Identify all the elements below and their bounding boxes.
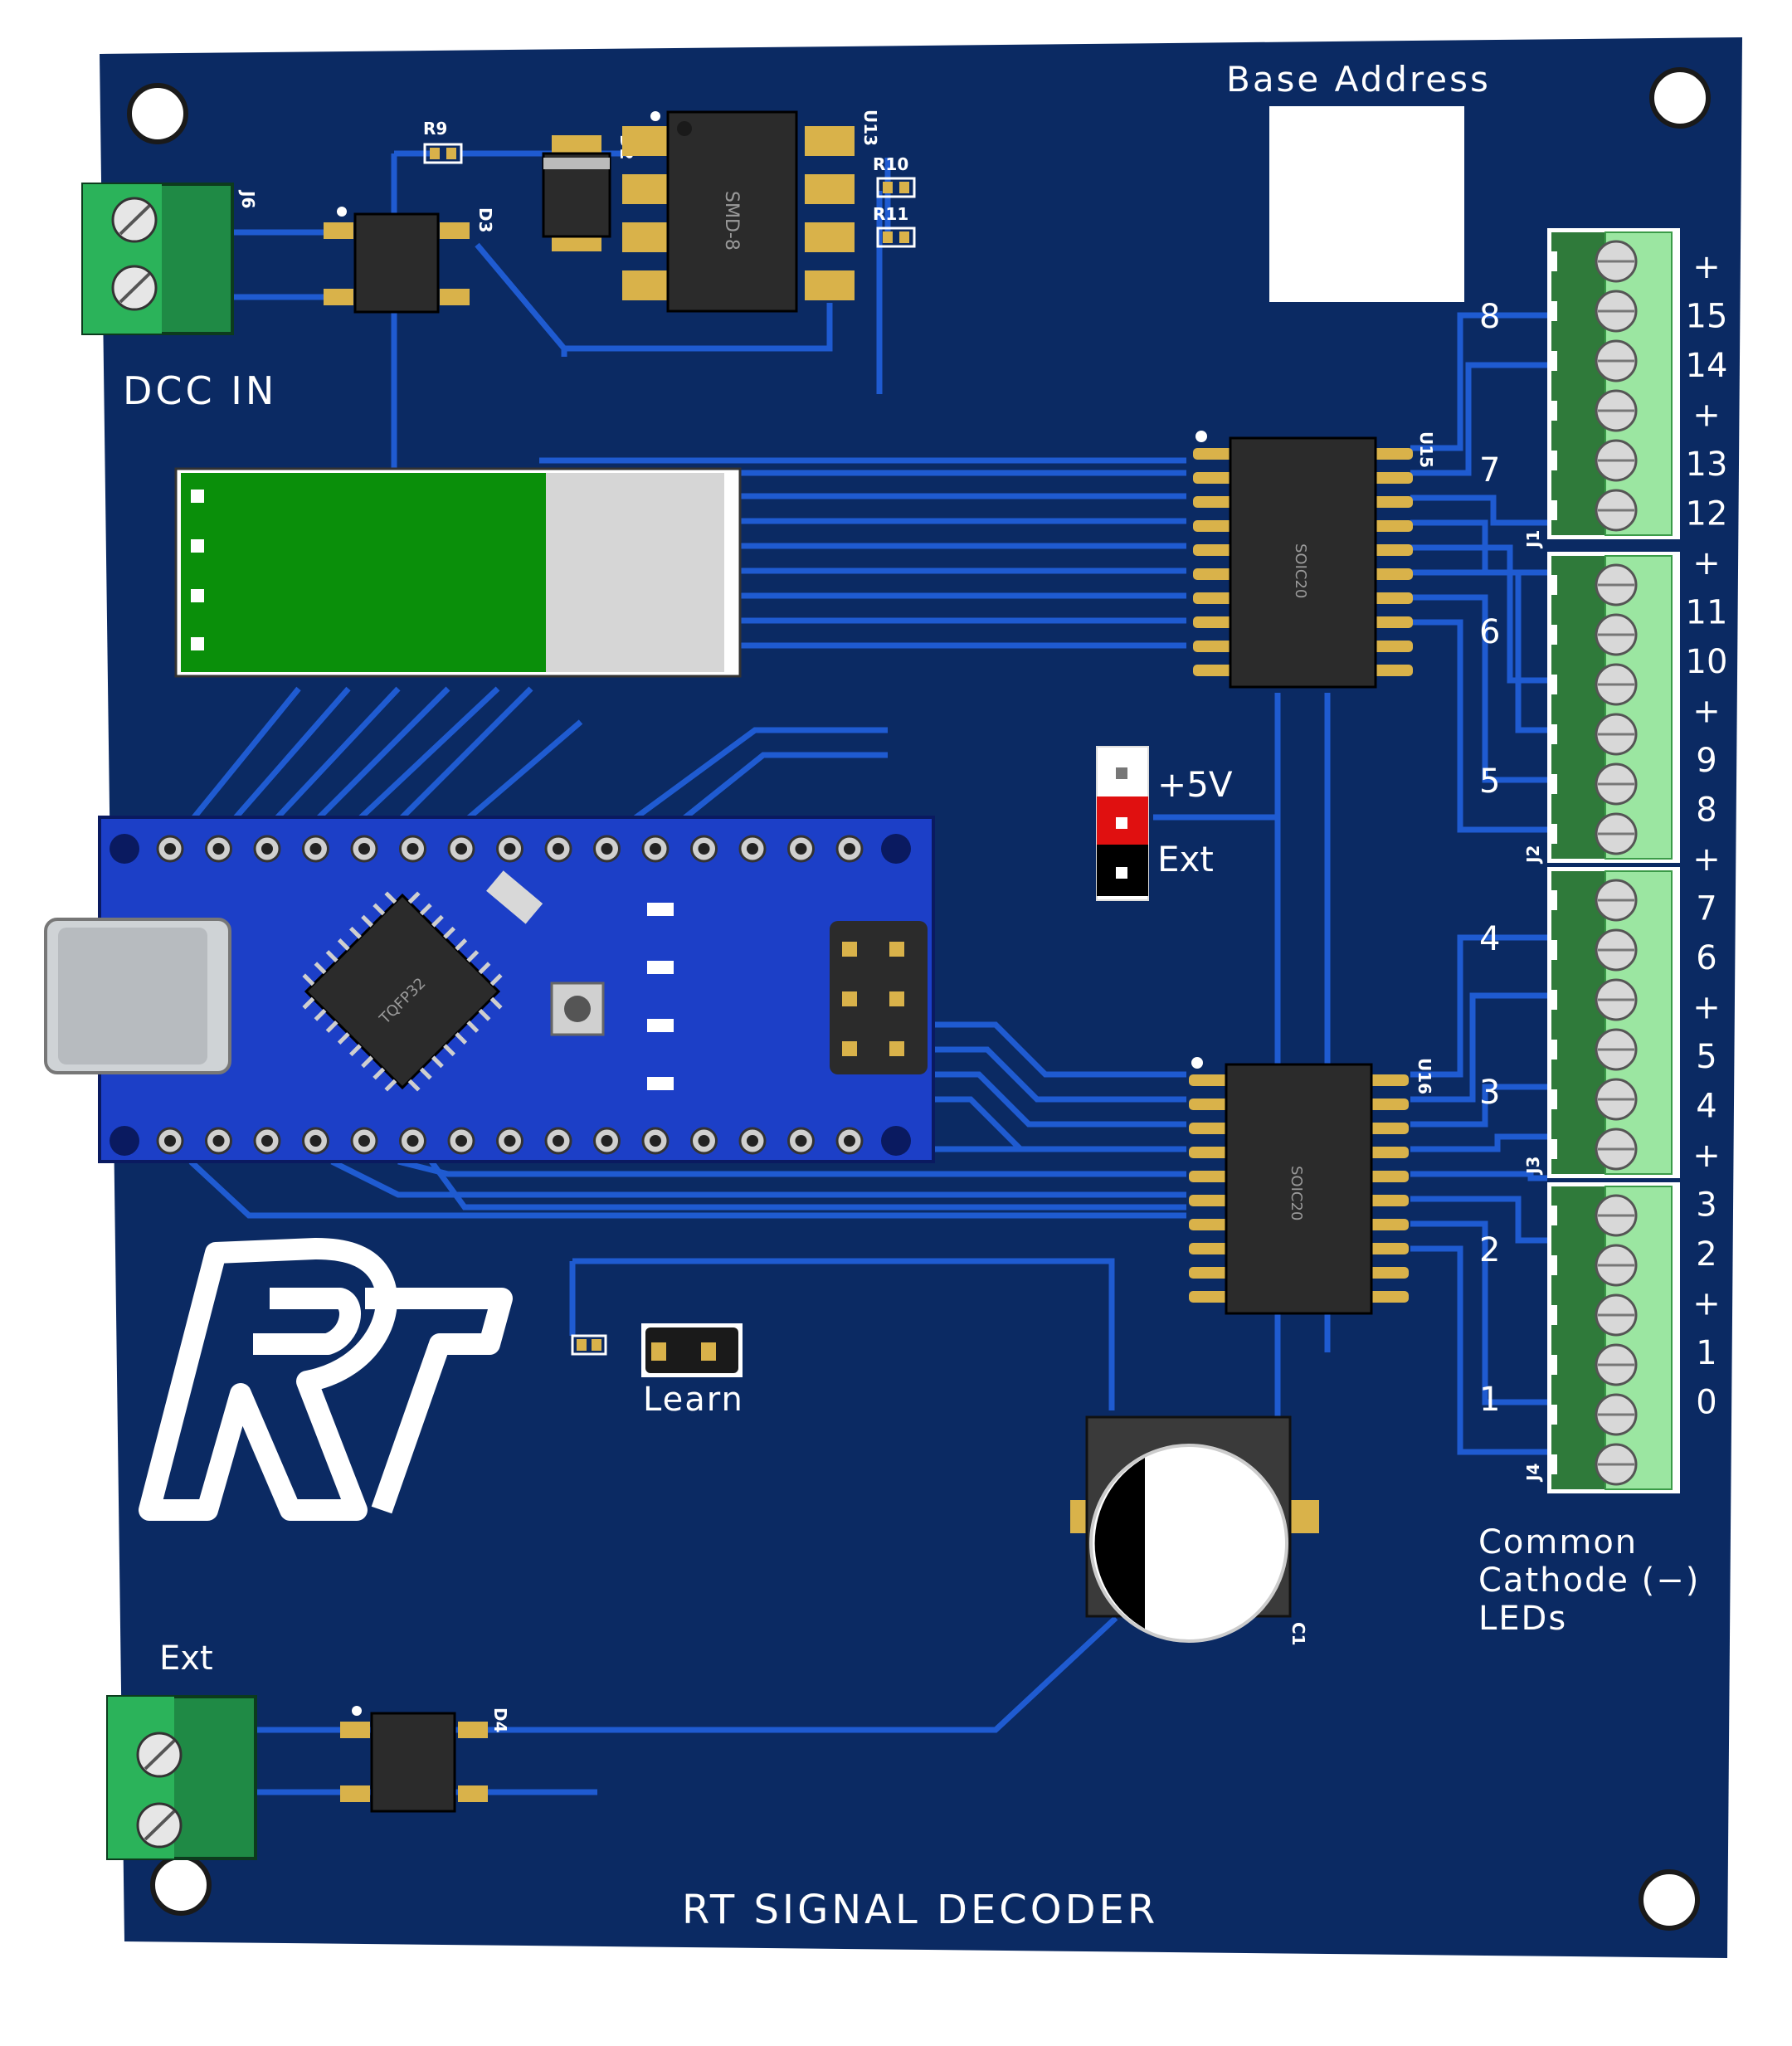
ref-j1: J1: [1523, 530, 1543, 549]
dcc-in-label: DCC IN: [123, 368, 277, 413]
ref-u13: U13: [860, 110, 880, 146]
u15-package: SOIC20: [1292, 543, 1309, 598]
ref-c1: C1: [1288, 1622, 1308, 1646]
terminal-label: 15: [1686, 298, 1728, 336]
ref-u16: U16: [1415, 1058, 1434, 1094]
terminal-strips: [1547, 228, 1680, 1493]
ic-u13: [622, 110, 855, 313]
ic-u16: [1189, 1057, 1409, 1315]
board-title: RT SIGNAL DECODER: [682, 1887, 1158, 1933]
plus5v-label: +5V: [1157, 764, 1233, 805]
resistor-r11: [876, 227, 916, 248]
terminal-label: 2: [1696, 1235, 1717, 1274]
terminal-label: +: [1692, 840, 1721, 879]
terminal-label: +: [1692, 544, 1721, 582]
bridge-rectifier-d4: [340, 1706, 488, 1813]
u16-package: SOIC20: [1288, 1166, 1305, 1220]
ext-input-label: Ext: [159, 1639, 213, 1678]
learn-label: Learn: [643, 1381, 744, 1419]
diode-d2: [542, 135, 611, 251]
learn-jumper[interactable]: [571, 1323, 743, 1377]
ref-j2: J2: [1523, 845, 1543, 865]
terminal-label: 6: [1696, 939, 1717, 977]
group-number: 1: [1479, 1381, 1500, 1419]
logo-text: RT: [0, 0, 2, 1]
group-number: 8: [1479, 298, 1500, 336]
group-number: 3: [1479, 1074, 1500, 1112]
ref-d4: D4: [490, 1707, 510, 1733]
copper-traces: [188, 150, 1547, 1795]
ref-j4: J4: [1523, 1464, 1543, 1483]
rt-logo: [139, 1238, 513, 1521]
base-address-box: [1269, 106, 1464, 302]
leds-note-line1: Common: [1478, 1523, 1638, 1561]
resistor-r10: [876, 177, 916, 198]
terminal-label: +: [1692, 248, 1721, 286]
capacitor-c1: [1070, 1415, 1319, 1643]
ref-r10: R10: [873, 154, 908, 174]
group-number: 7: [1479, 451, 1500, 490]
ref-d3: D3: [475, 207, 495, 233]
terminal-label: 10: [1686, 643, 1728, 681]
bridge-rectifier-d3: [324, 207, 470, 314]
power-select-jumper[interactable]: [1096, 746, 1149, 901]
base-address-label: Base Address: [1226, 59, 1491, 100]
terminal-label: 11: [1686, 594, 1728, 632]
terminal-label: 0: [1696, 1384, 1717, 1422]
terminal-label: +: [1692, 1137, 1721, 1175]
ic-u15: [1193, 431, 1413, 689]
terminal-label: 4: [1696, 1088, 1717, 1126]
terminal-label: 1: [1696, 1334, 1717, 1372]
group-number: 2: [1479, 1231, 1500, 1269]
group-number: 5: [1479, 762, 1500, 801]
ref-j3: J3: [1523, 1157, 1543, 1176]
group-number: 6: [1479, 613, 1500, 651]
terminal-label: +: [1692, 693, 1721, 731]
terminal-label: +: [1692, 1285, 1721, 1323]
ext-input-terminal: [106, 1695, 257, 1860]
terminal-label: 5: [1696, 1038, 1717, 1076]
dcc-in-terminal: [81, 183, 234, 335]
terminal-label: +: [1692, 989, 1721, 1027]
group-number: 4: [1479, 920, 1500, 958]
terminal-label: 8: [1696, 792, 1717, 830]
leds-note-line2: Cathode (−): [1478, 1561, 1700, 1600]
terminal-label: 3: [1696, 1186, 1717, 1225]
ref-r9: R9: [423, 119, 447, 139]
terminal-label: 13: [1686, 446, 1728, 484]
terminal-label: 14: [1686, 347, 1728, 385]
ref-u15: U15: [1416, 431, 1436, 468]
terminal-label: 7: [1696, 890, 1717, 928]
u13-package: SMD-8: [721, 191, 742, 251]
terminal-label: 9: [1696, 742, 1717, 780]
terminal-label: +: [1692, 397, 1721, 435]
display-module: [174, 467, 742, 678]
arduino-nano: [44, 816, 935, 1163]
resistor-r9: [423, 143, 463, 164]
ext-select-label: Ext: [1157, 839, 1214, 879]
ref-r11: R11: [873, 204, 908, 224]
leds-note-line3: LEDs: [1478, 1600, 1567, 1638]
terminal-label: 12: [1686, 495, 1728, 533]
ref-j6: J6: [238, 189, 258, 208]
